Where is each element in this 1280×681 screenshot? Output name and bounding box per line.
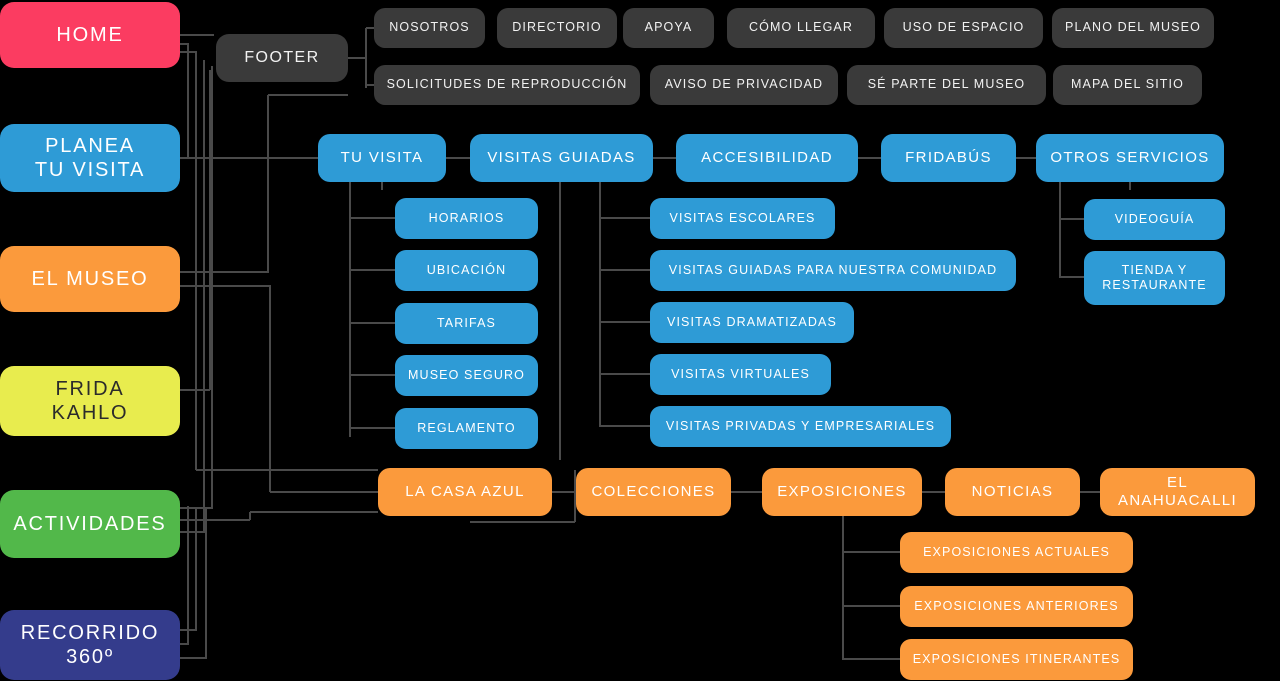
footer-link-solicitudes-de-reproduccion[interactable]: SOLICITUDES DE REPRODUCCIÓN: [374, 65, 640, 105]
section-tu-visita[interactable]: TU VISITA: [318, 134, 446, 182]
nav-item-planea-tu-visita[interactable]: PLANEA TU VISITA: [0, 124, 180, 192]
footer-link-aviso-de-privacidad[interactable]: AVISO DE PRIVACIDAD: [650, 65, 838, 105]
subitem-visitas-dramatizadas[interactable]: VISITAS DRAMATIZADAS: [650, 302, 854, 343]
footer-node[interactable]: FOOTER: [216, 34, 348, 82]
section-otros-servicios[interactable]: OTROS SERVICIOS: [1036, 134, 1224, 182]
subitem-visitas-virtuales[interactable]: VISITAS VIRTUALES: [650, 354, 831, 395]
footer-link-como-llegar[interactable]: CÓMO LLEGAR: [727, 8, 875, 48]
footer-link-uso-de-espacio[interactable]: USO DE ESPACIO: [884, 8, 1043, 48]
section-la-casa-azul[interactable]: LA CASA AZUL: [378, 468, 552, 516]
nav-item-el-museo[interactable]: EL MUSEO: [0, 246, 180, 312]
section-noticias[interactable]: NOTICIAS: [945, 468, 1080, 516]
footer-link-apoya[interactable]: APOYA: [623, 8, 714, 48]
subitem-exposiciones-anteriores[interactable]: EXPOSICIONES ANTERIORES: [900, 586, 1133, 627]
section-fridabus[interactable]: FRIDABÚS: [881, 134, 1016, 182]
subitem-tarifas[interactable]: TARIFAS: [395, 303, 538, 344]
subitem-videoguia[interactable]: VIDEOGUÍA: [1084, 199, 1225, 240]
subitem-tienda-y-restaurante[interactable]: TIENDA Y RESTAURANTE: [1084, 251, 1225, 305]
section-visitas-guiadas[interactable]: VISITAS GUIADAS: [470, 134, 653, 182]
subitem-museo-seguro[interactable]: MUSEO SEGURO: [395, 355, 538, 396]
subitem-visitas-guiadas-comunidad[interactable]: VISITAS GUIADAS PARA NUESTRA COMUNIDAD: [650, 250, 1016, 291]
section-colecciones[interactable]: COLECCIONES: [576, 468, 731, 516]
subitem-visitas-privadas-y-empresariales[interactable]: VISITAS PRIVADAS Y EMPRESARIALES: [650, 406, 951, 447]
nav-item-home[interactable]: HOME: [0, 2, 180, 68]
subitem-exposiciones-actuales[interactable]: EXPOSICIONES ACTUALES: [900, 532, 1133, 573]
subitem-horarios[interactable]: HORARIOS: [395, 198, 538, 239]
section-exposiciones[interactable]: EXPOSICIONES: [762, 468, 922, 516]
subitem-reglamento[interactable]: REGLAMENTO: [395, 408, 538, 449]
nav-item-actividades[interactable]: ACTIVIDADES: [0, 490, 180, 558]
footer-link-directorio[interactable]: DIRECTORIO: [497, 8, 617, 48]
nav-item-frida-kahlo[interactable]: FRIDA KAHLO: [0, 366, 180, 436]
section-accesibilidad[interactable]: ACCESIBILIDAD: [676, 134, 858, 182]
section-el-anahuacalli[interactable]: EL ANAHUACALLI: [1100, 468, 1255, 516]
subitem-exposiciones-itinerantes[interactable]: EXPOSICIONES ITINERANTES: [900, 639, 1133, 680]
subitem-ubicacion[interactable]: UBICACIÓN: [395, 250, 538, 291]
footer-link-nosotros[interactable]: NOSOTROS: [374, 8, 485, 48]
nav-item-recorrido-360[interactable]: RECORRIDO 360º: [0, 610, 180, 680]
footer-link-se-parte-del-museo[interactable]: SÉ PARTE DEL MUSEO: [847, 65, 1046, 105]
footer-link-mapa-del-sitio[interactable]: MAPA DEL SITIO: [1053, 65, 1202, 105]
subitem-visitas-escolares[interactable]: VISITAS ESCOLARES: [650, 198, 835, 239]
footer-link-plano-del-museo[interactable]: PLANO DEL MUSEO: [1052, 8, 1214, 48]
